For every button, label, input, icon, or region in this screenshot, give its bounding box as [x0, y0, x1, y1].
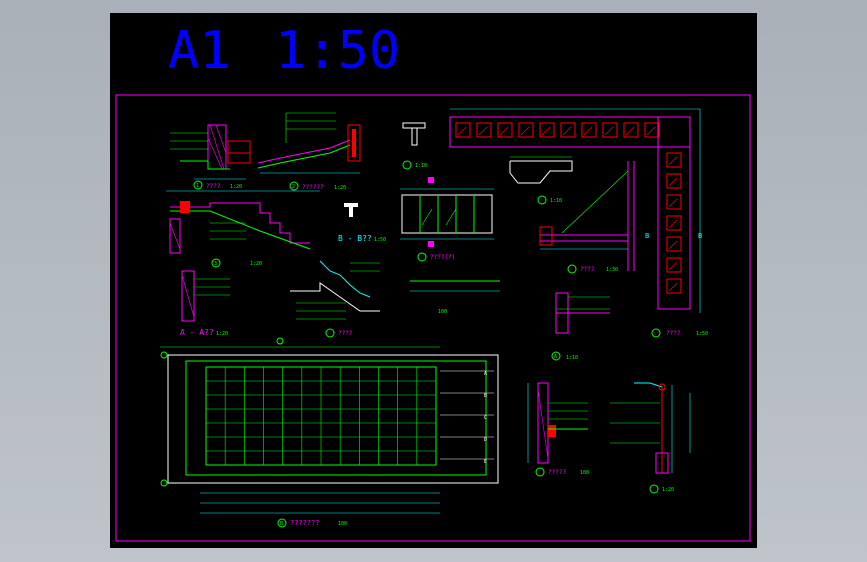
svg-text:1:10: 1:10: [550, 198, 562, 204]
curb-block: [455, 122, 471, 138]
svg-text:1:10: 1:10: [566, 355, 578, 361]
sheet-scale-label: 1:50: [275, 21, 400, 81]
svg-text:1:50: 1:50: [696, 331, 708, 337]
svg-text:??????: ??????: [302, 184, 324, 191]
svg-text:1:20: 1:20: [216, 331, 228, 337]
curb-block: [666, 215, 682, 231]
curb-block: [539, 122, 555, 138]
curb-block: [666, 152, 682, 168]
detail-t-beam: 1:10: [402, 122, 427, 170]
detail-slope-section: 2 ?????? 1:20: [257, 112, 361, 191]
detail-sloped-rail: ???? 1:30: [539, 161, 635, 274]
svg-text:????: ????: [206, 183, 221, 190]
detail-wall-section: 1 ???? 1:20: [170, 124, 251, 190]
svg-text:3: 3: [214, 261, 217, 267]
svg-text:D: D: [484, 437, 487, 443]
sheet-border: [115, 94, 751, 542]
svg-text:100: 100: [338, 521, 347, 527]
detail-railing-section: 1:20: [610, 382, 691, 494]
drawing-svg: A1 1:50 1 ???? 1:20: [115, 21, 751, 542]
svg-text:1:20: 1:20: [662, 487, 674, 493]
svg-text:????: ????: [338, 330, 353, 337]
detail-l-plan: B B ???? 1:50: [449, 108, 708, 338]
curb-block: [666, 173, 682, 189]
detail-stair-section: 3 1:20: [166, 190, 320, 268]
detail-section-bb: B - B?? 1:50: [338, 203, 386, 243]
svg-text:????: ????: [666, 330, 681, 337]
curb-block: [666, 257, 682, 273]
svg-text:1:30: 1:30: [606, 267, 618, 273]
svg-text:A: A: [554, 354, 557, 360]
curb-block: [602, 122, 618, 138]
curb-block: [623, 122, 639, 138]
svg-text:????(?): ????(?): [430, 254, 455, 261]
pool-plan: A B C D E B ??????? 100: [160, 337, 499, 528]
detail-wall-section-2: ????? 100: [527, 382, 589, 477]
plan-title: ???????: [290, 519, 320, 527]
svg-text:1:20: 1:20: [334, 185, 346, 191]
curb-block: [666, 194, 682, 210]
svg-text:1:10: 1:10: [415, 163, 427, 169]
drawing-canvas[interactable]: A1 1:50 1 ???? 1:20: [110, 13, 757, 548]
svg-text:1:20: 1:20: [250, 261, 262, 267]
svg-text:1: 1: [196, 183, 199, 189]
detail-section-aa: A - A?? 1:20: [180, 270, 230, 337]
detail-beam-elevation: 1:10: [509, 156, 573, 205]
svg-text:1:50: 1:50: [374, 237, 386, 243]
curb-block: [644, 122, 660, 138]
detail-stair-section-2: ????: [290, 260, 380, 338]
svg-text:A: A: [484, 371, 487, 377]
detail-railing-elevation: ????(?) 100: [400, 177, 500, 315]
svg-text:B: B: [280, 521, 283, 527]
svg-text:E: E: [484, 459, 487, 465]
curb-block: [666, 278, 682, 294]
curb-block: [666, 236, 682, 252]
curb-block: [476, 122, 492, 138]
svg-text:B - B??: B - B??: [338, 234, 372, 243]
svg-text:????: ????: [580, 266, 595, 273]
detail-small-a: A 1:10: [551, 292, 610, 361]
curb-block: [518, 122, 534, 138]
svg-text:B: B: [698, 232, 702, 240]
svg-text:B: B: [645, 232, 649, 240]
svg-text:100: 100: [438, 309, 447, 315]
sheet-size-label: A1: [168, 21, 231, 81]
svg-text:?????: ?????: [548, 469, 566, 476]
svg-text:1:20: 1:20: [230, 184, 242, 190]
svg-text:2: 2: [292, 184, 295, 190]
svg-text:B: B: [484, 393, 487, 399]
curb-block: [581, 122, 597, 138]
curb-block: [560, 122, 576, 138]
svg-text:100: 100: [580, 470, 589, 476]
svg-text:C: C: [484, 415, 487, 421]
svg-text:A - A??: A - A??: [180, 328, 214, 337]
curb-block: [497, 122, 513, 138]
